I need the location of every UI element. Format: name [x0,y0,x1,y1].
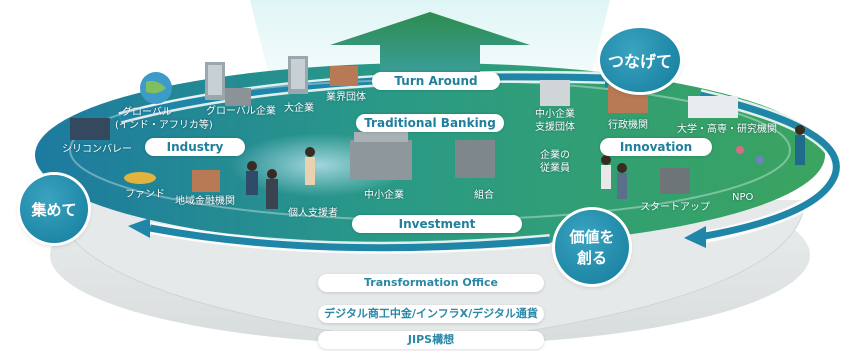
jips-bar: JIPS構想 [318,331,544,349]
people-group [246,125,805,209]
create-value-circle: 価値を 創る [555,210,629,284]
gather-circle-text: 集めて [31,200,77,219]
traditional-banking-pill: Traditional Banking [356,114,504,132]
loop-arrow-bottom [149,224,551,252]
label-sme: 中小企業 [364,190,404,201]
connect-circle: つなげて [600,28,680,92]
label-government: 行政機関 [608,120,648,131]
label-academia: 大学・高専・研究機関 [677,124,777,135]
label-fund: ファンド [125,189,165,200]
label-india-africa: (インド・アフリカ等) [115,120,213,131]
label-association: 組合 [474,190,494,201]
label-silicon-valley: シリコンバレー [62,144,132,155]
label-employees-2: 従業員 [540,163,570,174]
label-sme-support-1: 中小企業 [535,109,575,120]
label-employees-1: 企業の [540,150,570,161]
create-value-line1: 価値を [569,228,615,246]
digital-infra-bar: デジタル商工中金/インフラX/デジタル通貨 [318,305,544,323]
label-large-company: 大企業 [284,103,314,114]
connect-circle-text: つなげて [607,52,672,71]
turn-around-arrow [330,12,530,72]
industry-pill: Industry [145,138,245,156]
label-startup: スタートアップ [640,202,710,213]
loop-arrow-right-head [684,226,706,248]
label-npo: NPO [732,192,754,203]
label-global: グローバル [122,107,172,118]
transformation-office-bar: Transformation Office [318,274,544,292]
building-group [70,56,738,194]
label-industry-group: 業界団体 [326,92,366,103]
create-value-line2: 創る [576,249,607,267]
label-global-company: グローバル企業 [206,106,276,117]
loop-arrow-right [699,91,840,240]
loop-arrow-bottom-head [128,218,150,238]
label-individual-supporter: 個人支援者 [288,208,338,219]
label-regional-finance: 地域金融機関 [175,196,235,207]
innovation-pill: Innovation [600,138,712,156]
turn-around-label: Turn Around [372,72,500,90]
investment-pill: Investment [352,215,522,233]
label-sme-support-2: 支援団体 [535,122,575,133]
gather-circle: 集めて [20,175,88,243]
